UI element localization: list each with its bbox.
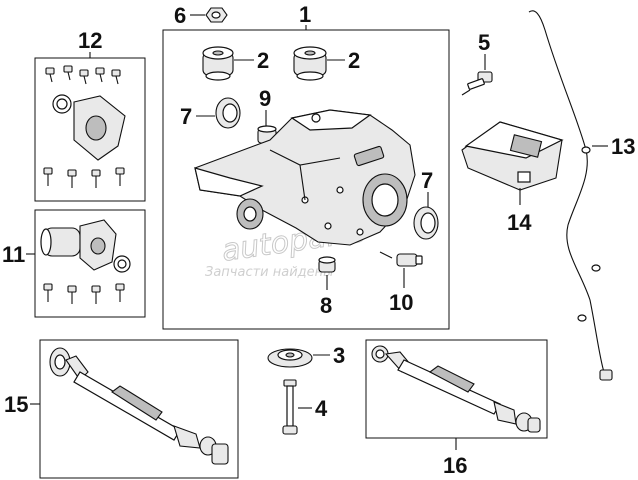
part-12-cover — [52, 94, 126, 161]
part-12-bolts-bottom — [43, 167, 125, 188]
callout-11: 11 — [2, 242, 25, 267]
part-7-seal-left — [215, 97, 241, 129]
box-group-15 — [39, 339, 239, 479]
callout-13: 13 — [611, 134, 635, 159]
part-11-bolts — [43, 283, 125, 304]
callout-14: 14 — [507, 210, 532, 235]
part-7-seal-right — [413, 206, 439, 240]
callout-7b: 7 — [421, 168, 433, 193]
callout-9: 9 — [259, 86, 271, 111]
part-12-bolts-top — [45, 65, 121, 85]
callout-1: 1 — [299, 2, 311, 27]
box-group-11 — [34, 209, 146, 318]
callout-5: 5 — [478, 30, 490, 55]
part-4-bolt — [282, 379, 298, 435]
callout-7a: 7 — [180, 104, 192, 129]
part-10-fitting — [379, 251, 423, 267]
callout-6: 6 — [174, 3, 186, 28]
part-2-bushing-left — [202, 46, 234, 81]
part-16-shaft — [371, 345, 541, 433]
callout-15: 15 — [4, 392, 28, 417]
callout-12: 12 — [78, 28, 102, 53]
callout-4: 4 — [315, 396, 328, 421]
callout-3: 3 — [333, 343, 345, 368]
watermark-caption: Запчасти найдены — [205, 265, 333, 280]
part-2-bushing-right — [293, 46, 327, 81]
callout-2a: 2 — [257, 48, 269, 73]
callout-16: 16 — [443, 453, 467, 478]
callout-10: 10 — [389, 290, 413, 315]
part-13-harness — [528, 10, 613, 381]
part-15-shaft — [49, 347, 229, 465]
callout-8: 8 — [320, 293, 332, 318]
part-6-nut — [205, 7, 228, 23]
part-14-module — [461, 121, 564, 191]
part-5-bolt — [461, 71, 493, 96]
part-8-bushing — [318, 256, 336, 273]
part-3-mount — [267, 348, 313, 368]
part-1-differential — [194, 109, 416, 246]
part-11-actuator — [40, 219, 131, 273]
callout-2b: 2 — [348, 48, 360, 73]
